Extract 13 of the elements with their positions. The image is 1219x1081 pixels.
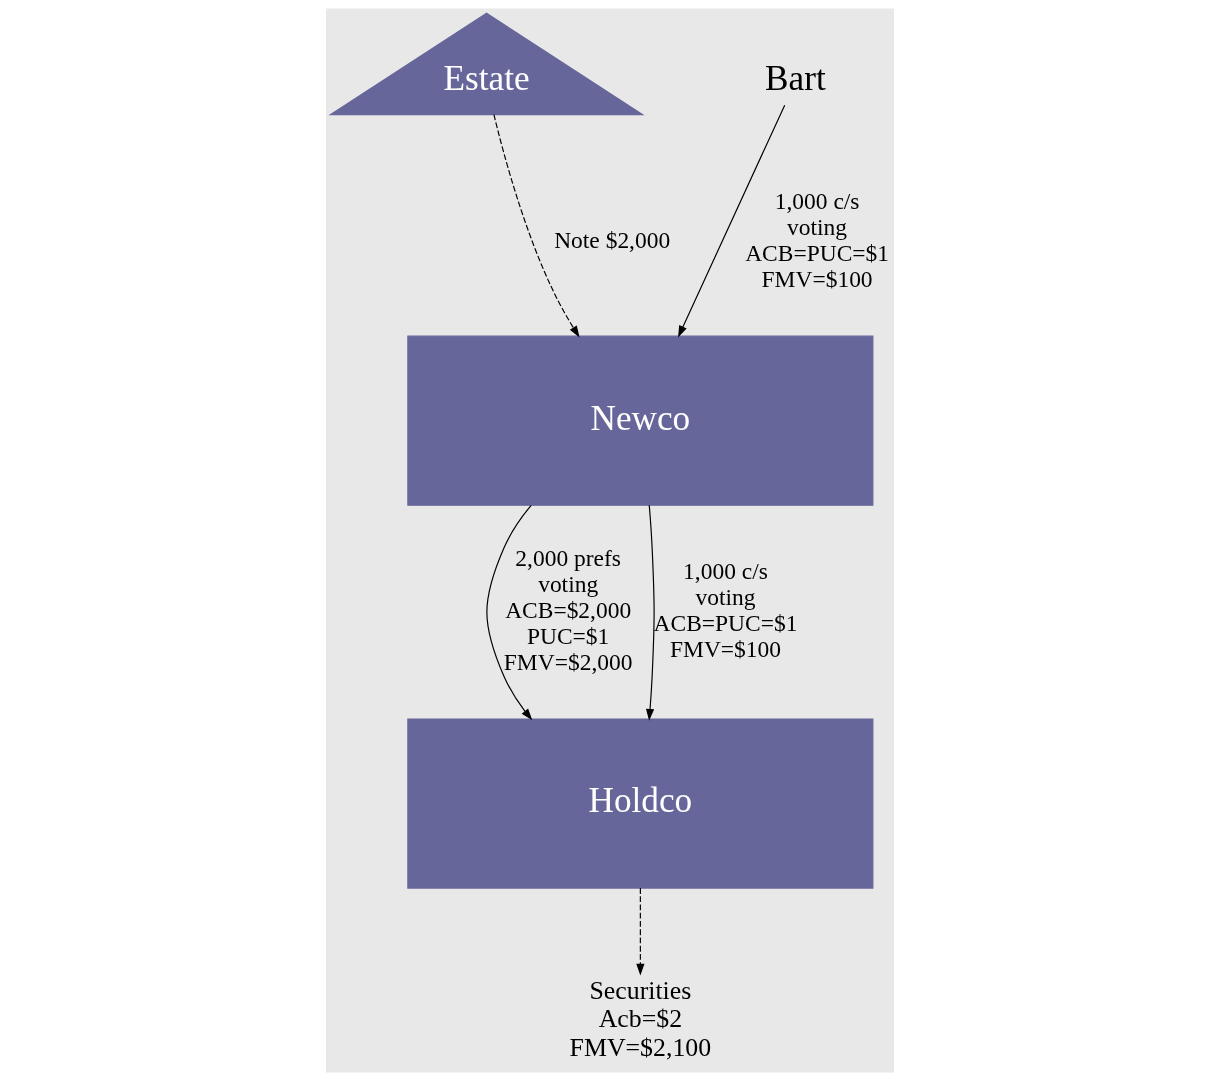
node-box: Holdco bbox=[406, 718, 873, 889]
edge-label: 2,000 prefs voting ACB=$2,000 PUC=$1 FMV=$2,000 bbox=[503, 545, 632, 675]
node-box: Newco bbox=[406, 335, 873, 506]
node-text: Bart bbox=[764, 58, 826, 98]
edge-label: 1,000 c/s voting ACB=PUC=$1 FMV=$100 bbox=[744, 188, 889, 292]
node-text: Securities Acb=$2 FMV=$2,100 bbox=[569, 976, 711, 1062]
edge-label: 1,000 c/s voting ACB=PUC=$1 FMV=$100 bbox=[653, 558, 797, 662]
arrow bbox=[645, 504, 655, 721]
arrow bbox=[485, 504, 532, 721]
arrow bbox=[492, 114, 580, 338]
arrow bbox=[677, 104, 785, 338]
edge-label: Note $2,000 bbox=[553, 227, 670, 254]
arrow bbox=[635, 887, 644, 976]
